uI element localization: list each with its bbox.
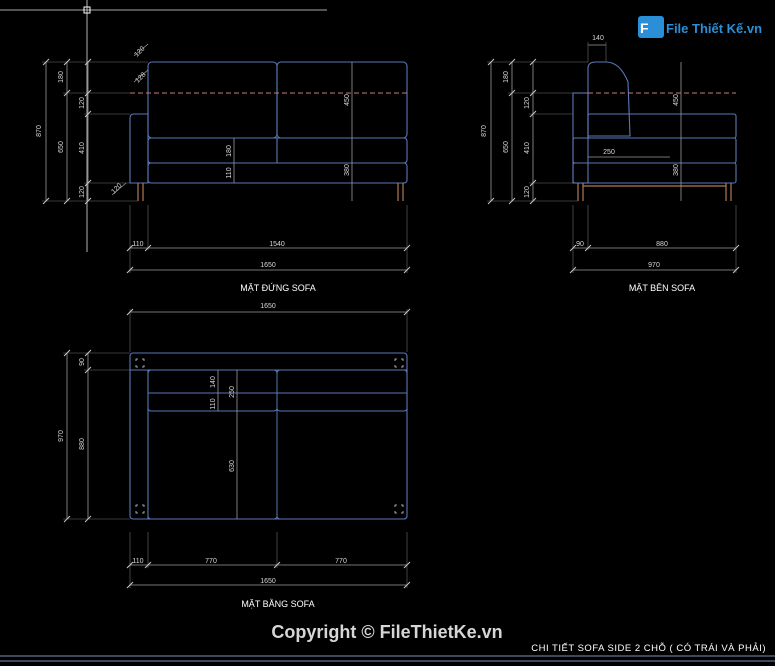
- front-dim-180: 180: [58, 71, 65, 83]
- plan-dim-left-90: 90: [79, 358, 86, 366]
- side-dim-bottom-90: 90: [576, 241, 584, 248]
- side-dim-120a: 120: [524, 97, 531, 109]
- footer-title-block: CHI TIẾT SOFA SIDE 2 CHỖ ( CÓ TRÁI VÀ PH…: [0, 642, 775, 662]
- front-dim-650: 650: [58, 141, 65, 153]
- side-dim-380: 380: [673, 164, 680, 176]
- front-dim-slope-128: 128: [134, 71, 147, 84]
- plan-dim-left-880: 880: [79, 438, 86, 450]
- side-view-title: MẶT BÊN SOFA: [629, 283, 695, 293]
- front-dim-bottom-110: 110: [132, 241, 143, 248]
- side-dim-870: 870: [481, 125, 488, 137]
- plan-dim-top-1650: 1650: [260, 303, 276, 310]
- logo: F File Thiết Kế.vn: [638, 16, 762, 38]
- front-view-title: MẶT ĐỨNG SOFA: [240, 283, 316, 293]
- plan-dim-110: 110: [210, 398, 217, 409]
- plan-dim-bottom-770b: 770: [335, 558, 347, 565]
- side-dim-410: 410: [524, 142, 531, 154]
- side-dim-650: 650: [503, 141, 510, 153]
- side-dim-total-970: 970: [648, 262, 660, 269]
- plan-dim-left-970: 970: [58, 430, 65, 442]
- plan-dim-bottom-770a: 770: [205, 558, 217, 565]
- plan-dim-bottom-110: 110: [132, 558, 143, 565]
- front-dim-120b: 120: [79, 186, 86, 198]
- front-dim-cushion-110: 110: [226, 167, 233, 178]
- plan-dim-630: 630: [229, 460, 236, 472]
- front-dim-total-1650: 1650: [260, 262, 276, 269]
- side-dim-bottom-880: 880: [656, 241, 668, 248]
- side-dim-180: 180: [503, 71, 510, 83]
- side-view: 140 250 870 180 650: [481, 35, 740, 293]
- front-dim-410: 410: [79, 142, 86, 154]
- plan-view-title: MẶT BẰNG SOFA: [241, 599, 314, 609]
- front-dim-870: 870: [36, 125, 43, 137]
- front-view: 870 180 650 120 410 120 120 128 120 180 …: [36, 43, 411, 293]
- plan-dim-bottom-1650: 1650: [260, 578, 276, 585]
- plan-dim-140: 140: [210, 376, 217, 388]
- side-dim-450: 450: [673, 94, 680, 106]
- plan-view: 1650 140 110 250 630 90: [58, 303, 411, 609]
- svg-text:F: F: [640, 20, 649, 36]
- plan-dim-250: 250: [229, 386, 236, 398]
- side-dim-250: 250: [603, 149, 615, 156]
- drawing-title: CHI TIẾT SOFA SIDE 2 CHỖ ( CÓ TRÁI VÀ PH…: [531, 642, 766, 654]
- logo-text: File Thiết Kế.vn: [666, 21, 762, 36]
- logo-mark-icon: [638, 16, 664, 38]
- front-dim-380: 380: [344, 164, 351, 176]
- copyright-watermark: Copyright © FileThietKe.vn: [271, 622, 502, 642]
- front-dim-cushion-180: 180: [226, 145, 233, 157]
- side-dim-120b: 120: [524, 186, 531, 198]
- side-dim-top-140: 140: [592, 35, 604, 42]
- front-dim-leg-120: 120: [110, 182, 123, 195]
- front-dim-450: 450: [344, 94, 351, 106]
- crosshair-cursor: [0, 0, 327, 252]
- front-dim-bottom-1540: 1540: [269, 241, 285, 248]
- front-dim-120a: 120: [79, 97, 86, 109]
